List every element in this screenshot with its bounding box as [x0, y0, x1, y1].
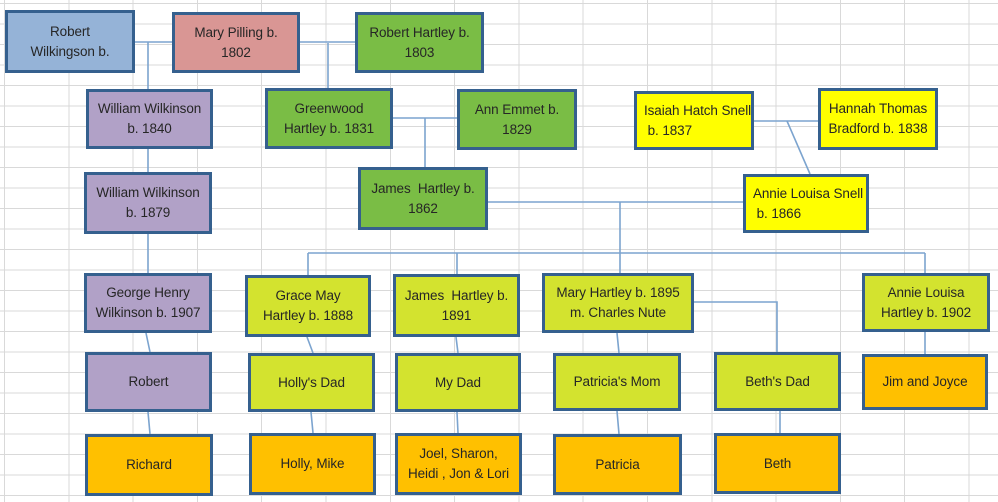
person-node-my-dad[interactable]: My Dad	[395, 353, 521, 412]
connector-mary-hartley--patricias-mom	[616, 332, 620, 354]
person-node-mary-hartley[interactable]: Mary Hartley b. 1895 m. Charles Nute	[542, 273, 694, 333]
person-node-annie-louisa-hartley[interactable]: Annie Louisa Hartley b. 1902	[862, 273, 990, 332]
connector-drop-to-annie-louisa-snell	[786, 120, 811, 175]
connector-my-dad--joel-sharon	[456, 411, 459, 434]
person-node-james-hartley-1891[interactable]: James Hartley b. 1891	[393, 274, 520, 337]
person-node-robert[interactable]: Robert	[85, 352, 212, 412]
person-node-james-hartley-1862[interactable]: James Hartley b. 1862	[358, 167, 488, 230]
person-node-beth[interactable]: Beth	[714, 433, 841, 494]
connector-hollys-dad--holly-mike	[310, 411, 314, 434]
person-node-william-wilkinson-1840[interactable]: William Wilkinson b. 1840	[86, 89, 213, 149]
person-node-ann-emmet[interactable]: Ann Emmet b. 1829	[457, 89, 577, 150]
person-node-annie-louisa-snell[interactable]: Annie Louisa Snell b. 1866	[743, 174, 869, 233]
person-node-robert-wilkingson[interactable]: Robert Wilkingson b.	[5, 10, 135, 73]
connector-patricias-mom--patricia	[616, 410, 620, 435]
person-node-isaiah-hatch-snell[interactable]: Isaiah Hatch Snell b. 1837	[634, 91, 754, 150]
person-node-hannah-thomas-bradford[interactable]: Hannah Thomas Bradford b. 1838	[818, 88, 938, 150]
person-node-greenwood-hartley[interactable]: Greenwood Hartley b. 1831	[265, 88, 393, 149]
person-node-jim-and-joyce[interactable]: Jim and Joyce	[862, 354, 988, 410]
person-node-joel-sharon-heidi-jon-lori[interactable]: Joel, Sharon, Heidi , Jon & Lori	[395, 433, 522, 495]
person-node-patricias-mom[interactable]: Patricia's Mom	[553, 353, 681, 411]
person-node-george-henry-wilkinson[interactable]: George Henry Wilkinson b. 1907	[84, 273, 212, 333]
person-node-patricia[interactable]: Patricia	[553, 434, 682, 495]
connector-grace-may--hollys-dad	[306, 336, 314, 354]
connector-mary-hartley--beths-dad	[693, 301, 778, 352]
person-node-william-wilkinson-1879[interactable]: William Wilkinson b. 1879	[84, 172, 212, 234]
person-node-mary-pilling[interactable]: Mary Pilling b. 1802	[172, 12, 300, 73]
person-node-robert-hartley[interactable]: Robert Hartley b. 1803	[355, 12, 484, 73]
connector-george-henry--robert	[145, 332, 151, 353]
person-node-richard[interactable]: Richard	[85, 434, 213, 496]
person-node-beths-dad[interactable]: Beth's Dad	[714, 352, 841, 411]
person-node-grace-may-hartley[interactable]: Grace May Hartley b. 1888	[245, 275, 371, 337]
connector-robert--richard	[147, 411, 151, 435]
person-node-holly-mike[interactable]: Holly, Mike	[249, 433, 376, 495]
person-node-hollys-dad[interactable]: Holly's Dad	[248, 353, 375, 412]
connector-james-1891--my-dad	[455, 336, 459, 354]
